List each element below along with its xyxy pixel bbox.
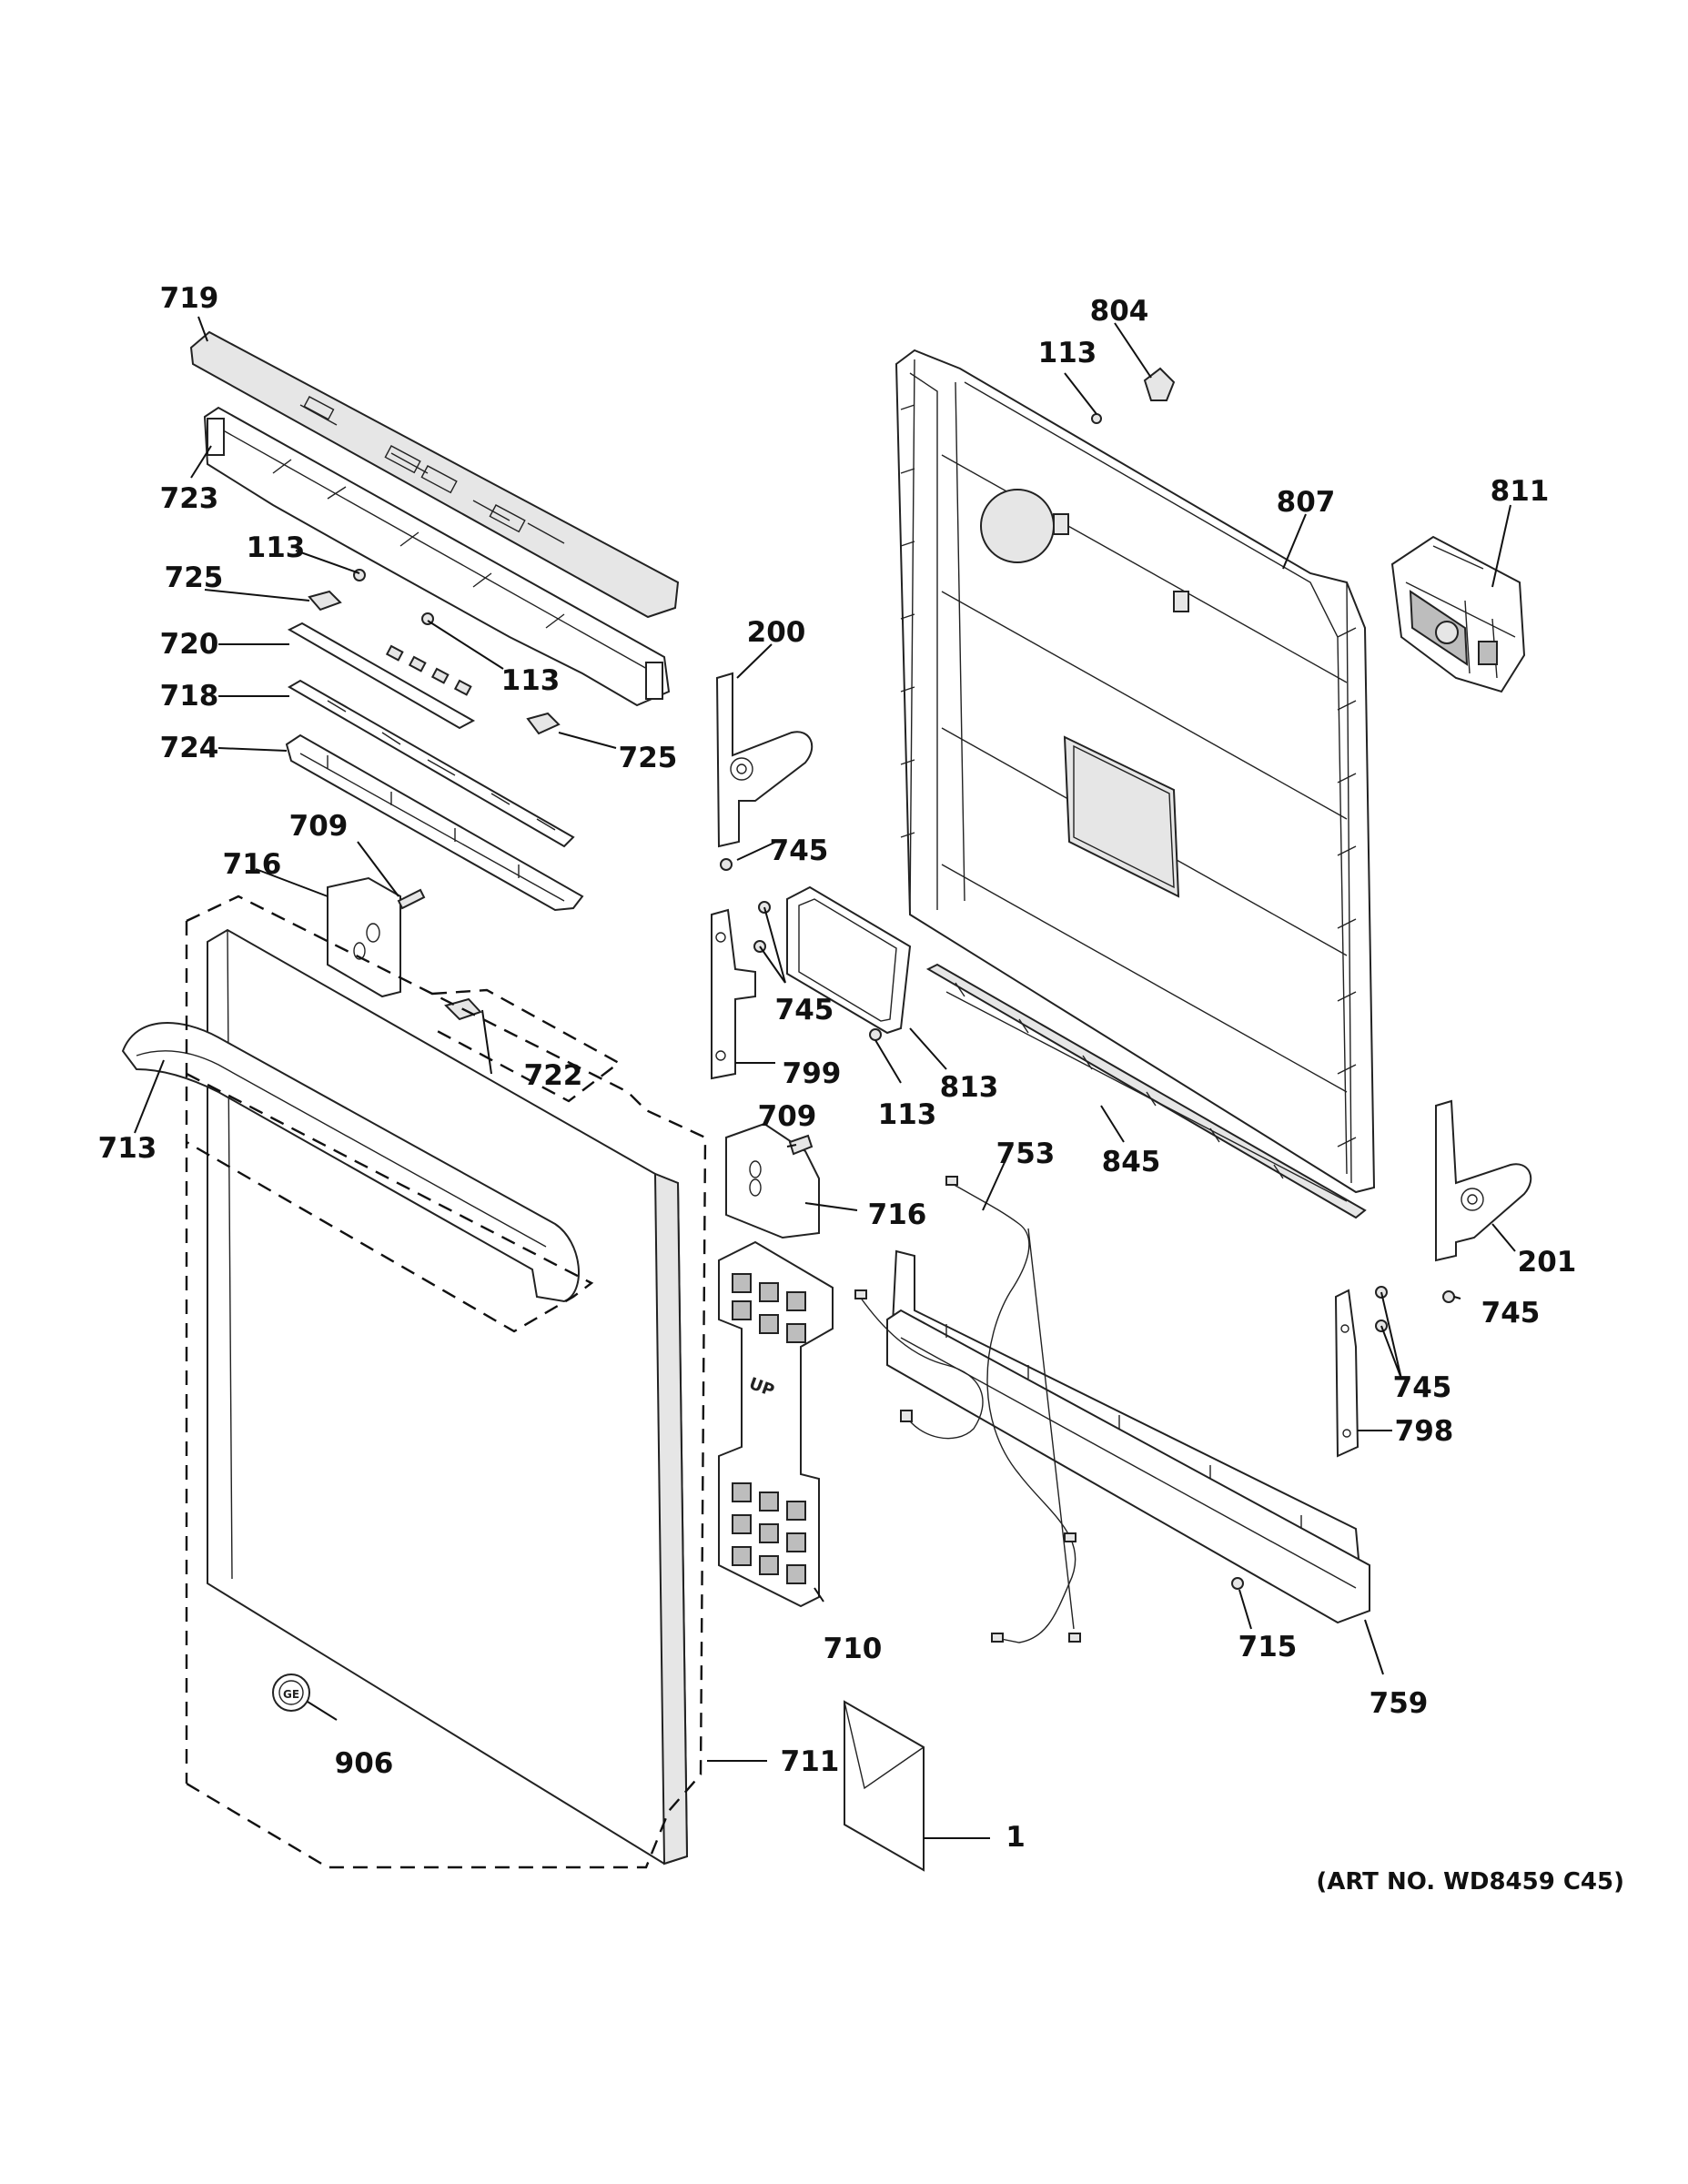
callout-906: 906 [335,1747,394,1780]
art-number: (ART NO. WD8459 C45) [1316,1868,1624,1896]
part-753-wire-harness [854,1176,1081,1643]
callout-799: 799 [783,1057,842,1090]
callout-722: 722 [524,1059,583,1092]
callout-745-a: 745 [770,834,829,867]
callout-725-a: 725 [165,561,224,594]
part-716-hinge-bracket-a [327,876,401,998]
callout-807: 807 [1277,486,1336,519]
part-745-screws-b [753,901,771,953]
callout-811: 811 [1491,475,1550,508]
callout-716-b: 716 [868,1198,927,1231]
callout-113-d: 113 [1038,337,1097,369]
callout-113-b: 113 [501,664,561,697]
part-709-screw-a [397,888,426,910]
part-845-seal-strip [925,963,1367,1219]
callout-711: 711 [781,1745,840,1778]
callout-798: 798 [1395,1415,1454,1448]
callout-labels: 719 723 113 725 720 718 724 113 725 709 … [98,282,1577,1854]
part-713-door-handle [121,1022,580,1303]
callout-200: 200 [747,616,806,649]
callout-720: 720 [160,628,219,661]
callout-718: 718 [160,680,219,713]
callout-709-a: 709 [289,810,349,843]
part-745-screw-a [720,858,733,871]
callout-1: 1 [1006,1821,1026,1854]
part-715-screw [1231,1577,1244,1590]
callout-709-b: 709 [758,1100,817,1133]
part-906-badge: GE [272,1673,310,1712]
callout-724: 724 [160,732,219,764]
callout-716-a: 716 [223,848,282,881]
part-710-insulation-block: UP [718,1240,834,1608]
callout-804: 804 [1090,295,1149,328]
part-718-control-board [288,679,575,848]
part-804-clip [1143,367,1176,401]
callout-715: 715 [1238,1631,1298,1663]
part-720-button-board [287,622,476,730]
part-725-button-b [526,712,561,735]
callout-745-d: 745 [1393,1371,1452,1404]
part-1-literature-envelope [844,1700,925,1872]
part-799-bracket [711,908,756,1080]
part-719-control-panel-trim [189,330,680,619]
callout-745-b: 745 [775,994,834,1026]
callout-719: 719 [160,282,219,315]
door-dashed-outlines [185,895,707,1869]
callout-725-b: 725 [619,742,678,774]
callout-753: 753 [996,1138,1056,1170]
callout-713: 713 [98,1132,157,1165]
part-201-hinge-right [1435,1099,1532,1262]
part-807-inner-door [895,349,1376,1194]
badge-logo-text: GE [283,1688,299,1701]
part-813-gasket [786,885,912,1035]
callout-201: 201 [1518,1246,1577,1279]
part-725-button-a [308,590,342,612]
part-711-outer-door-panel [207,928,689,1866]
callout-759: 759 [1370,1687,1429,1720]
callout-745-c: 745 [1481,1297,1541,1330]
part-759-toe-panel [886,1249,1370,1624]
part-113-screw-c [869,1028,882,1041]
part-709-screw-b [788,1134,814,1156]
callout-723: 723 [160,482,219,515]
part-798-bracket [1334,1289,1359,1458]
part-745-screw-c [1442,1290,1455,1303]
leader-lines [134,316,1516,1839]
callout-113-a: 113 [247,531,306,564]
callout-813: 813 [940,1071,999,1104]
part-723-control-panel-frame [203,406,671,707]
part-200-hinge-left [715,672,814,848]
part-811-dispenser [1390,535,1526,693]
callout-845: 845 [1102,1146,1161,1178]
callout-710: 710 [824,1633,883,1665]
callout-113-c: 113 [878,1098,937,1131]
part-113-screw-d [1091,413,1102,424]
part-724-control-housing [285,733,584,912]
